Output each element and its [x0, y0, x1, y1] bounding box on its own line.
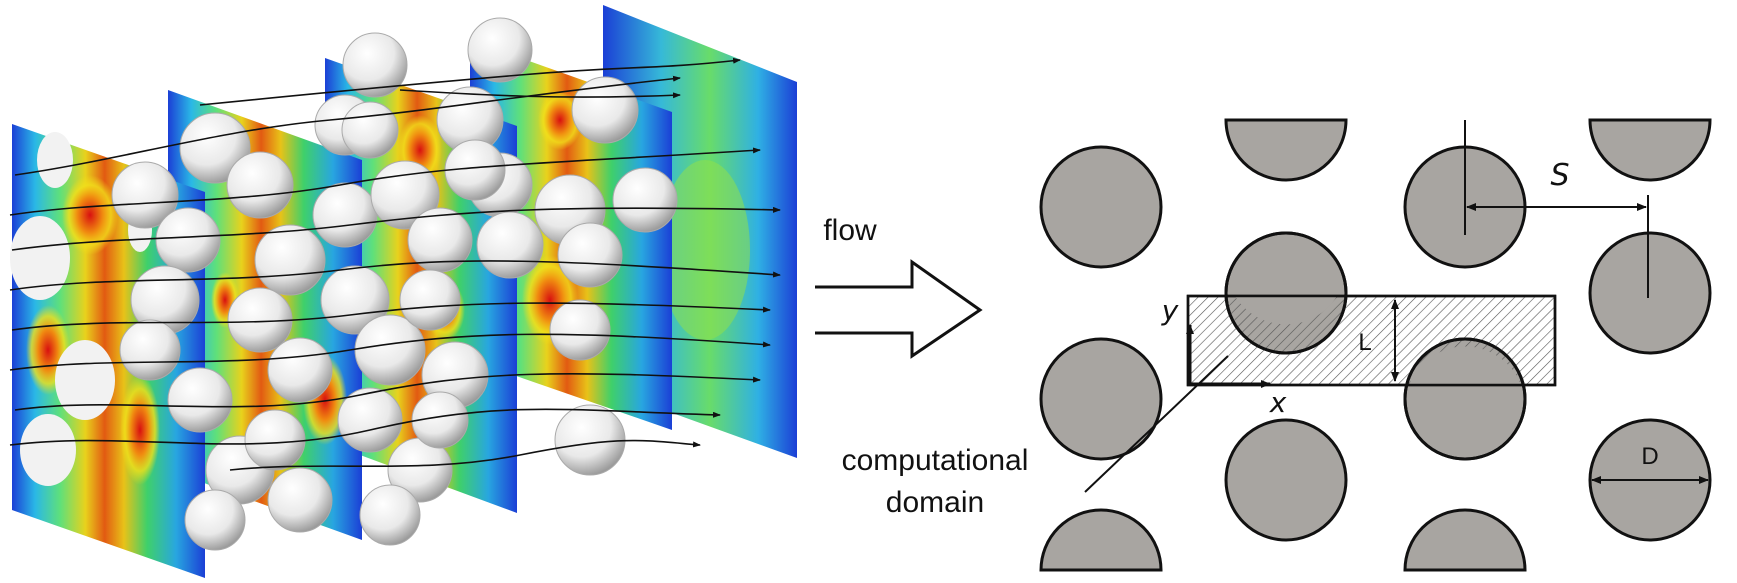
axis-y-label: y — [1161, 294, 1179, 327]
coordinate-axes — [1186, 324, 1271, 388]
sphere-cluster — [111, 17, 678, 551]
flow-arrow — [815, 259, 983, 359]
height-label: L — [1358, 329, 1371, 356]
diameter-label: D — [1641, 443, 1658, 470]
domain-leader-line — [1084, 355, 1229, 493]
domain-label-line2: domain — [886, 486, 984, 519]
domain-label-line1: computational — [842, 444, 1029, 477]
computational-domain — [1186, 231, 1557, 461]
flow-indicator: flow — [815, 214, 983, 359]
flow-label: flow — [823, 214, 877, 247]
packed-bed-visualization — [9, 5, 797, 578]
flow-slice-0 — [10, 124, 205, 578]
spacing-dimension — [1464, 120, 1649, 298]
spacing-label: S — [1550, 158, 1569, 193]
axis-x-label: x — [1269, 386, 1287, 419]
streamlines — [9, 57, 781, 471]
cylinder-array-schematic: y x L S D computational domain — [842, 118, 1712, 572]
